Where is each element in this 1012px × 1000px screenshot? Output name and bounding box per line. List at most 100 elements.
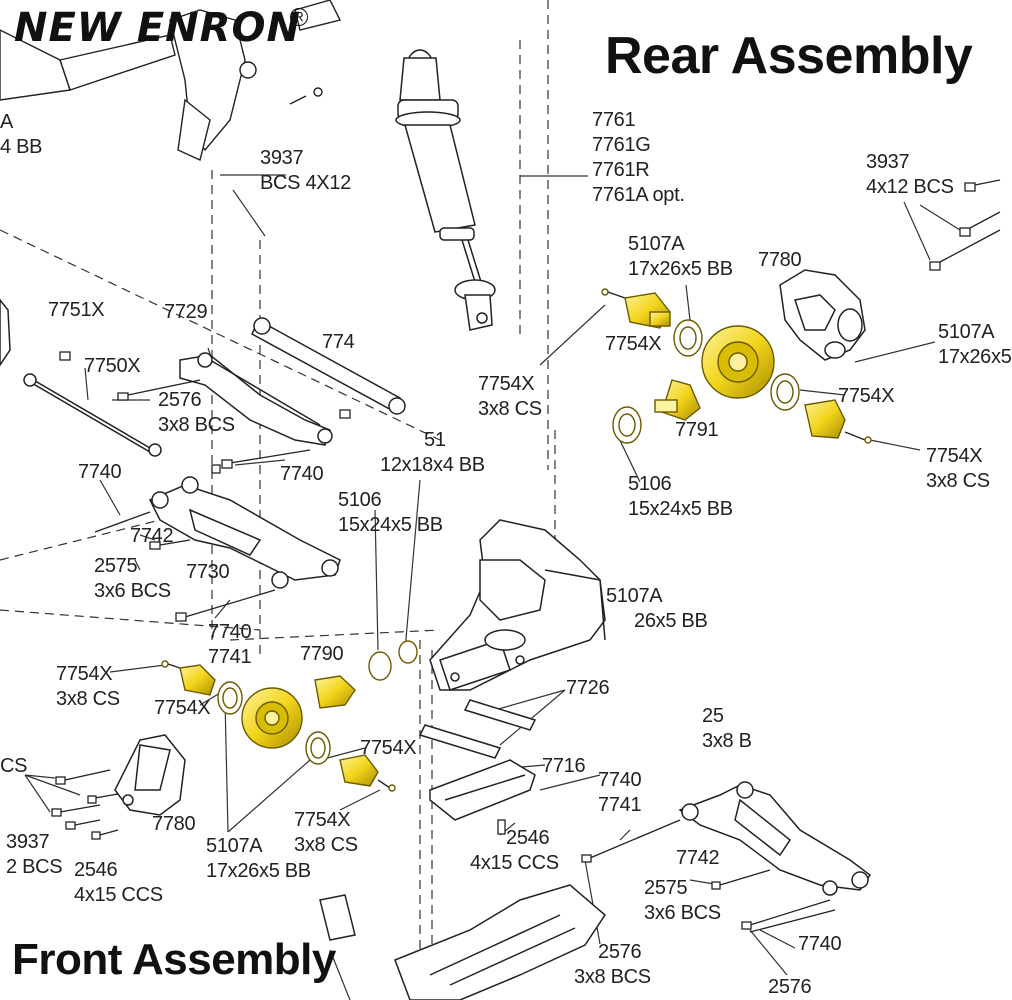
callout-2546-a: 2546 4x15 CCS: [74, 858, 163, 908]
callout-7730: 7730: [186, 560, 230, 585]
callout-7740-partial: 774: [322, 330, 355, 355]
shock-absorber: [395, 49, 496, 331]
part-number: 5107A: [206, 835, 263, 857]
part-spec: 4 BB: [0, 136, 43, 158]
part-spec: 26x5 BB: [634, 610, 708, 632]
front-diff-gold-parts: [161, 640, 418, 792]
part-number: 3937: [866, 151, 910, 173]
part-spec: 4x15 CCS: [74, 884, 163, 906]
callout-cs-left: CS: [0, 754, 27, 779]
callout-7742-b: 7742: [676, 846, 720, 871]
upper-right-screws: [929, 179, 1001, 271]
part-number: 7751X: [48, 299, 105, 321]
callout-7740-c: 7740: [798, 932, 842, 957]
callout-7754x-h: 7754X 3x8 CS: [294, 808, 358, 858]
part-number: 7761: [592, 109, 636, 131]
part-number: 7791: [675, 419, 719, 441]
callout-7791: 7791: [675, 418, 719, 443]
part-number: 2575: [644, 877, 688, 899]
callout-5107a-right: 5107A 17x26x5: [938, 320, 1012, 370]
part-number: 5107A: [628, 233, 685, 255]
hinge-pins: [59, 351, 351, 622]
part-number: 2576: [768, 976, 812, 998]
part-spec: 3x6 BCS: [94, 580, 171, 602]
callout-3937-right: 3937 4x12 BCS: [866, 150, 954, 200]
front-lower-arm: [678, 781, 872, 896]
part-spec: 12x18x4 BB: [380, 454, 485, 476]
callout-2576-c: 2576: [768, 975, 812, 1000]
part-number: 7740: [78, 461, 122, 483]
part-number: 7790: [300, 643, 344, 665]
callout-7716: 7716: [542, 754, 586, 779]
part-spec: 17x26x5: [938, 346, 1012, 368]
part-spec: 17x26x5 BB: [628, 258, 733, 280]
front-assembly-title: Front Assembly: [12, 935, 336, 984]
part-number: 2576: [598, 941, 642, 963]
part-spec: 15x24x5 BB: [628, 498, 733, 520]
callout-7754x-f: 7754X: [154, 696, 211, 721]
part-number: 7742: [676, 847, 720, 869]
callout-7790: 7790: [300, 642, 344, 667]
part-number: 7754X: [360, 737, 417, 759]
callout-7742-a: 7742: [130, 524, 174, 549]
part-number: 7741: [598, 794, 642, 816]
part-spec: 3x8 B: [702, 730, 752, 752]
top-mount-bracket: [0, 0, 342, 161]
part-number: 7730: [186, 561, 230, 583]
part-spec: 2 BCS: [6, 856, 63, 878]
part-spec: 3x8 BCS: [574, 966, 651, 988]
callout-5107a-rear: 5107A 17x26x5 BB: [628, 232, 733, 282]
part-number: 7754X: [926, 445, 983, 467]
callout-7750x: 7750X: [84, 354, 141, 379]
rear-diff-mount: [779, 269, 866, 361]
front-diff-mount: [114, 734, 186, 816]
part-number: 5107A: [938, 321, 995, 343]
part-number: 7754X: [478, 373, 535, 395]
part-number: 2546: [74, 859, 118, 881]
part-number: 7761R: [592, 159, 650, 181]
left-hub-carrier: [0, 298, 11, 367]
part-number: 7716: [542, 755, 586, 777]
part-spec: 4x12 BCS: [866, 176, 954, 198]
front-right-pins: [497, 819, 836, 933]
part-number: 7750X: [84, 355, 141, 377]
leader-lines: [24, 174, 961, 1000]
part-number: 7742: [130, 525, 174, 547]
part-spec: 3x8 CS: [294, 834, 358, 856]
callout-7729: 7729: [164, 300, 208, 325]
lower-suspension-arm: [148, 476, 341, 589]
upper-suspension-arm: [179, 352, 333, 446]
registered-mark-icon: R: [290, 8, 308, 26]
part-number: 5106: [338, 489, 382, 511]
front-left-screws: [51, 769, 119, 840]
rear-diff-gold-parts: [601, 288, 872, 444]
part-number: 7740: [280, 463, 324, 485]
part-spec: BCS 4X12: [260, 172, 351, 194]
part-number: 7754X: [838, 385, 895, 407]
part-number: 2546: [506, 827, 550, 849]
part-number: 774: [322, 331, 355, 353]
callout-5106-front: 5106 15x24x5 BB: [338, 488, 443, 538]
part-number: 7754X: [294, 809, 351, 831]
part-spec: 15x24x5 BB: [338, 514, 443, 536]
link-plates: [418, 699, 537, 759]
part-number: 7726: [566, 677, 610, 699]
